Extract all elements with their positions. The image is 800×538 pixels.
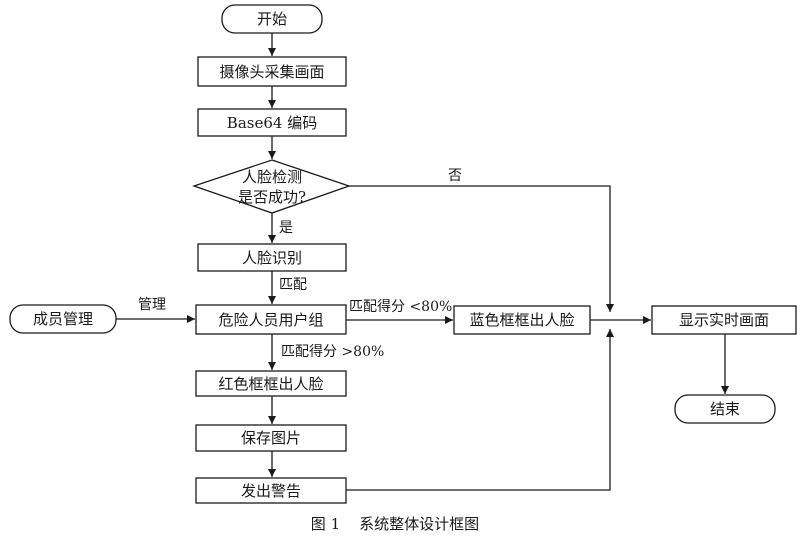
node-end: 结束	[674, 394, 776, 424]
edge-label-low-score: 匹配得分 <80%	[349, 298, 452, 315]
node-capture: 摄像头采集画面	[197, 56, 347, 87]
node-red: 红色框框出人脸	[195, 370, 347, 397]
edge-label-manage: 管理	[138, 297, 166, 313]
node-save: 保存图片	[195, 424, 347, 452]
edge-label-no: 否	[448, 168, 462, 184]
node-blue: 蓝色框框出人脸	[453, 305, 591, 335]
node-blue-label: 蓝色框框出人脸	[469, 311, 574, 329]
node-detect-label-line1: 人脸检测	[242, 168, 302, 186]
figure-caption: 图 1 系统整体设计框图	[311, 515, 479, 533]
edge-label-high-score: 匹配得分 >80%	[281, 343, 384, 360]
node-detect-label-line2: 是否成功?	[238, 188, 306, 206]
node-start: 开始	[221, 4, 323, 34]
edge-label-yes: 是	[279, 220, 293, 236]
edge-alarm-display	[346, 329, 614, 491]
node-save-label: 保存图片	[241, 429, 301, 447]
node-red-label: 红色框框出人脸	[218, 375, 323, 393]
node-detect-decision: 人脸检测 是否成功?	[191, 159, 351, 214]
node-start-label: 开始	[257, 10, 287, 28]
node-capture-label: 摄像头采集画面	[219, 63, 324, 81]
node-display: 显示实时画面	[651, 305, 797, 335]
node-alarm-label: 发出警告	[241, 482, 301, 500]
edge-detect-no	[349, 185, 614, 312]
node-group: 危险人员用户组	[195, 304, 347, 335]
node-encode: Base64 编码	[197, 108, 347, 137]
node-end-label: 结束	[710, 400, 740, 418]
node-group-label: 危险人员用户组	[218, 311, 323, 329]
edges	[116, 33, 729, 491]
node-alarm: 发出警告	[195, 477, 347, 504]
edge-label-match: 匹配	[279, 277, 307, 293]
node-recognize-label: 人脸识别	[242, 249, 302, 267]
node-member-label: 成员管理	[33, 310, 93, 328]
node-display-label: 显示实时画面	[679, 311, 769, 329]
node-member: 成员管理	[9, 304, 117, 334]
node-encode-label: Base64 编码	[227, 114, 317, 132]
node-recognize: 人脸识别	[197, 243, 347, 272]
